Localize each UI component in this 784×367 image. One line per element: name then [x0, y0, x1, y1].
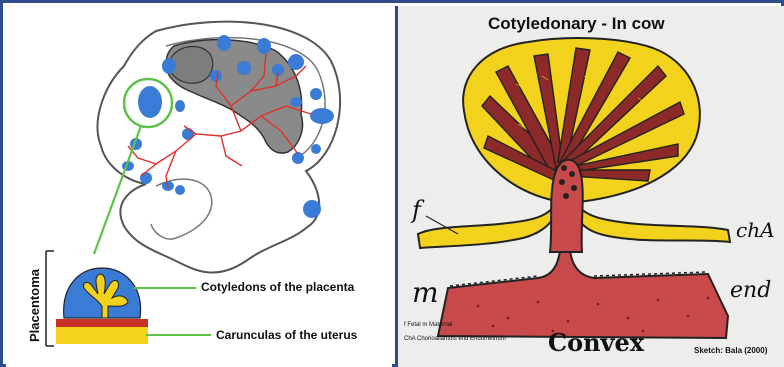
endometrium-base: [438, 251, 728, 338]
left-panel-fetus-diagram: Placentoma Cotyledons of the placenta Ca…: [6, 6, 392, 367]
sketch-title: Cotyledonary - In cow: [488, 14, 665, 34]
legend-line-1: f Fetal m Maternal: [404, 322, 452, 328]
label-f: f: [412, 196, 421, 224]
fetus-placenta-drawing: [6, 6, 392, 367]
label-cha: chA: [736, 218, 775, 242]
label-end: end: [730, 278, 771, 303]
placentoma-label: Placentoma: [27, 269, 42, 342]
caruncle-layer: [56, 319, 148, 327]
legend-line-2: ChA Chorioallantois end Endometrium: [404, 336, 506, 342]
cotyledon-sketch: [398, 6, 784, 367]
right-panel-cotyledonary-sketch: Cotyledonary - In cow f chA m end f Feta…: [395, 6, 784, 367]
convex-label: Convex: [548, 328, 644, 357]
cotyledon-stalk: [550, 160, 583, 252]
sketch-credit: Sketch: Bala (2000): [694, 346, 767, 355]
carunculas-label: Carunculas of the uterus: [216, 328, 357, 342]
cotyledons-label: Cotyledons of the placenta: [201, 280, 354, 294]
uterus-layer: [56, 326, 148, 344]
label-m: m: [412, 276, 439, 309]
